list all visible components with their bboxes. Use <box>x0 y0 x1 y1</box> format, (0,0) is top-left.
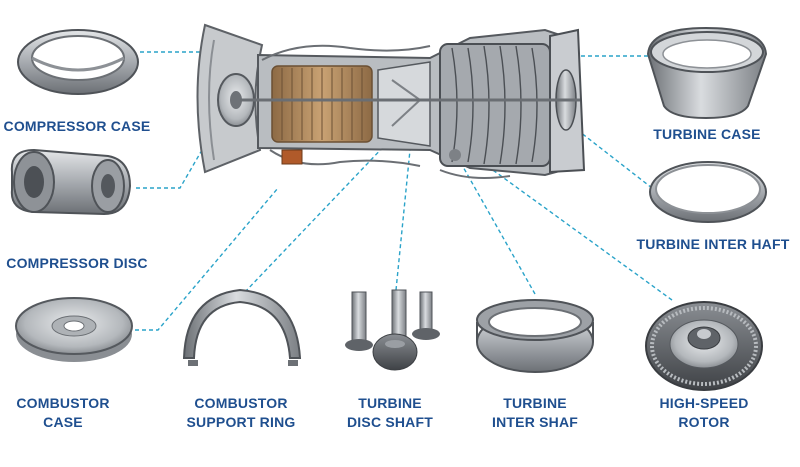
compressor-disc-icon <box>10 148 132 216</box>
leader-turbine-disc-shaft <box>395 149 411 291</box>
turbine-inter-shaft-thin-ring-icon <box>649 161 767 223</box>
leader-combustor-case <box>128 187 279 331</box>
turbine-case-cone-icon <box>646 26 768 120</box>
label-line: COMBUSTOR <box>194 395 288 411</box>
label-line: COMBUSTOR <box>16 395 110 411</box>
combustor-case-disc-icon <box>15 297 133 362</box>
label-line: TURBINE <box>503 395 567 411</box>
label-line: DISC SHAFT <box>347 414 433 430</box>
leader-compressor-disc <box>136 149 203 189</box>
label-line: COMPRESSOR CASE <box>3 118 151 134</box>
label-compressor-disc: COMPRESSOR DISC <box>2 254 152 273</box>
label-line: COMPRESSOR DISC <box>6 255 148 271</box>
combustor-support-ring-icon <box>182 288 302 366</box>
label-turbine-case: TURBINE CASE <box>640 125 774 144</box>
label-compressor-case: COMPRESSOR CASE <box>2 117 152 136</box>
label-line: HIGH-SPEED <box>659 395 749 411</box>
label-turbine-inter-haft: TURBINE INTER HAFT <box>628 235 798 254</box>
leader-turbine-inter-shaf <box>461 164 536 295</box>
label-line: TURBINE CASE <box>653 126 761 142</box>
leader-high-speed-rotor <box>489 167 673 301</box>
label-turbine-disc-shaft: TURBINE DISC SHAFT <box>340 394 440 432</box>
gas-turbine-engine-cutaway-icon <box>196 23 586 179</box>
leader-turbine-inter-haft <box>579 131 653 189</box>
label-high-speed-rotor: HIGH-SPEED ROTOR <box>646 394 762 432</box>
label-combustor-case: COMBUSTOR CASE <box>8 394 118 432</box>
turbine-disc-shaft-icon <box>345 289 440 371</box>
label-line: SUPPORT RING <box>186 414 296 430</box>
label-line: INTER SHAF <box>492 414 578 430</box>
label-line: ROTOR <box>678 414 730 430</box>
compressor-case-ring-icon <box>17 29 139 95</box>
label-line: TURBINE <box>358 395 422 411</box>
label-line: CASE <box>43 414 83 430</box>
label-turbine-inter-shaf: TURBINE INTER SHAF <box>482 394 588 432</box>
label-line: TURBINE INTER HAFT <box>636 236 790 252</box>
high-speed-rotor-icon <box>645 301 763 391</box>
turbine-inter-shaft-ring-icon <box>476 299 594 373</box>
label-combustor-support-ring: COMBUSTOR SUPPORT RING <box>178 394 304 432</box>
